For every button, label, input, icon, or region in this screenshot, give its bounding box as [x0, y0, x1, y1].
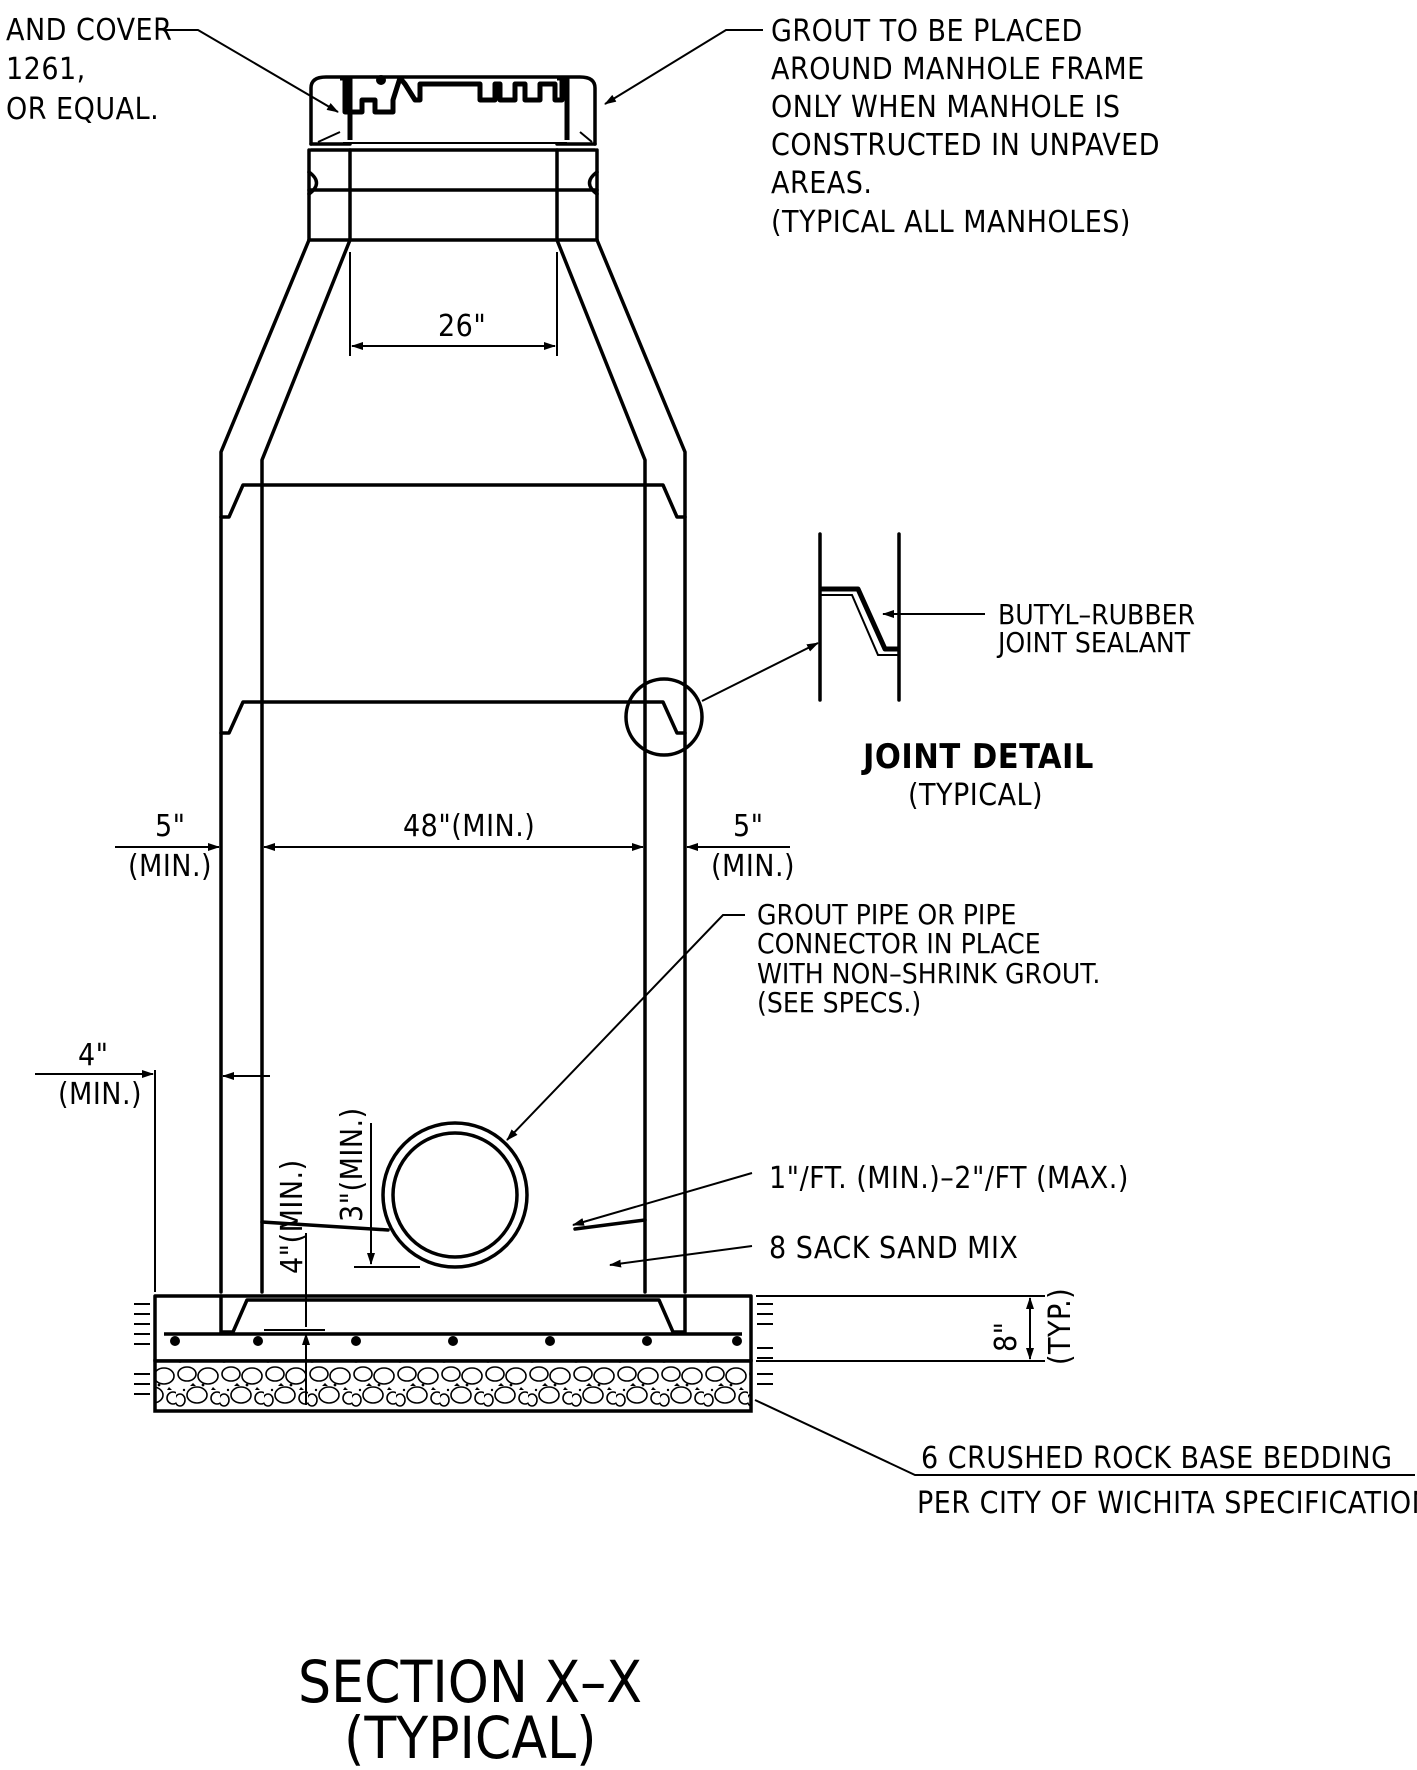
svg-text:SECTION X–X: SECTION X–X — [298, 1648, 642, 1716]
svg-text:5": 5" — [733, 809, 764, 844]
label-base-extension: 4" (MIN.) — [58, 1038, 142, 1112]
base-slab — [153, 1294, 753, 1363]
barrel-joints — [219, 483, 687, 735]
dimension-lines — [35, 252, 1045, 1405]
svg-text:(TYPICAL): (TYPICAL) — [344, 1704, 596, 1770]
label-sealant: BUTYL–RUBBER JOINT SEALANT — [996, 598, 1195, 659]
svg-text:(TYPICAL ALL MANHOLES): (TYPICAL ALL MANHOLES) — [771, 205, 1131, 240]
svg-text:(TYPICAL): (TYPICAL) — [908, 778, 1043, 813]
label-pipe-clearance: 3"(MIN.) — [335, 1107, 370, 1222]
label-slope: 1"/FT. (MIN.)–2"/FT (MAX.) — [769, 1161, 1129, 1196]
svg-text:GROUT PIPE OR PIPE: GROUT PIPE OR PIPE — [757, 898, 1016, 931]
svg-text:CONSTRUCTED IN UNPAVED: CONSTRUCTED IN UNPAVED — [771, 128, 1160, 163]
svg-text:AROUND MANHOLE FRAME: AROUND MANHOLE FRAME — [771, 52, 1145, 87]
svg-text:WITH NON–SHRINK GROUT.: WITH NON–SHRINK GROUT. — [757, 957, 1100, 990]
svg-text:(MIN.): (MIN.) — [711, 849, 795, 884]
svg-text:ONLY WHEN MANHOLE IS: ONLY WHEN MANHOLE IS — [771, 90, 1121, 125]
svg-text:PER CITY OF WICHITA SPECIF: PER CITY OF WICHITA SPECIFICATIONS — [917, 1486, 1417, 1521]
svg-text:6 CRUSHED ROCK BASE BEDDIN: 6 CRUSHED ROCK BASE BEDDING — [921, 1441, 1392, 1476]
invert-bench — [260, 1121, 647, 1269]
joint-detail-callout — [624, 532, 901, 757]
svg-text:BUTYL–RUBBER: BUTYL–RUBBER — [998, 598, 1195, 631]
label-frame-cover: AND COVER 1261, OR EQUAL. — [6, 13, 172, 127]
label-joint-detail: JOINT DETAIL (TYPICAL) — [861, 737, 1094, 813]
rock-bedding — [153, 1359, 753, 1413]
label-right-wall: 5" (MIN.) — [711, 809, 795, 884]
grade-rings — [307, 148, 599, 242]
label-grout-frame: GROUT TO BE PLACED AROUND MANHOLE FRAME … — [771, 14, 1160, 240]
svg-text:JOINT DETAIL: JOINT DETAIL — [861, 737, 1094, 777]
svg-text:OR EQUAL.: OR EQUAL. — [6, 92, 159, 127]
svg-text:CONNECTOR IN PLACE: CONNECTOR IN PLACE — [757, 927, 1041, 960]
svg-text:(TYP.): (TYP.) — [1043, 1288, 1078, 1365]
section-title: SECTION X–X (TYPICAL) — [298, 1648, 642, 1770]
svg-text:(MIN.): (MIN.) — [128, 849, 212, 884]
svg-text:4": 4" — [78, 1038, 109, 1073]
leader-lines — [164, 29, 1415, 1476]
svg-text:8": 8" — [989, 1321, 1024, 1352]
label-sand-mix: 8 SACK SAND MIX — [769, 1231, 1018, 1266]
label-bench-depth: 4"(MIN.) — [275, 1159, 310, 1274]
label-opening-26in: 26" — [438, 309, 486, 344]
label-bedding: 6 CRUSHED ROCK BASE BEDDING PER CITY OF … — [917, 1441, 1417, 1521]
earth-hatch — [134, 1303, 773, 1395]
svg-text:(SEE SPECS.): (SEE SPECS.) — [757, 986, 921, 1019]
label-grout-pipe: GROUT PIPE OR PIPE CONNECTOR IN PLACE WI… — [757, 898, 1100, 1019]
svg-text:AND COVER: AND COVER — [6, 13, 172, 48]
svg-text:GROUT TO BE PLACED: GROUT TO BE PLACED — [771, 14, 1083, 49]
svg-text:AREAS.: AREAS. — [771, 166, 872, 201]
cone-section — [219, 238, 687, 1294]
svg-text:JOINT SEALANT: JOINT SEALANT — [996, 626, 1191, 659]
svg-text:1261,: 1261, — [6, 52, 86, 87]
label-base-thickness: 8" (TYP.) — [989, 1288, 1078, 1365]
label-left-wall: 5" (MIN.) — [128, 809, 212, 884]
manhole-frame — [309, 75, 597, 146]
svg-text:5": 5" — [155, 809, 186, 844]
label-inside-48in: 48"(MIN.) — [403, 809, 535, 844]
svg-text:(MIN.): (MIN.) — [58, 1077, 142, 1112]
